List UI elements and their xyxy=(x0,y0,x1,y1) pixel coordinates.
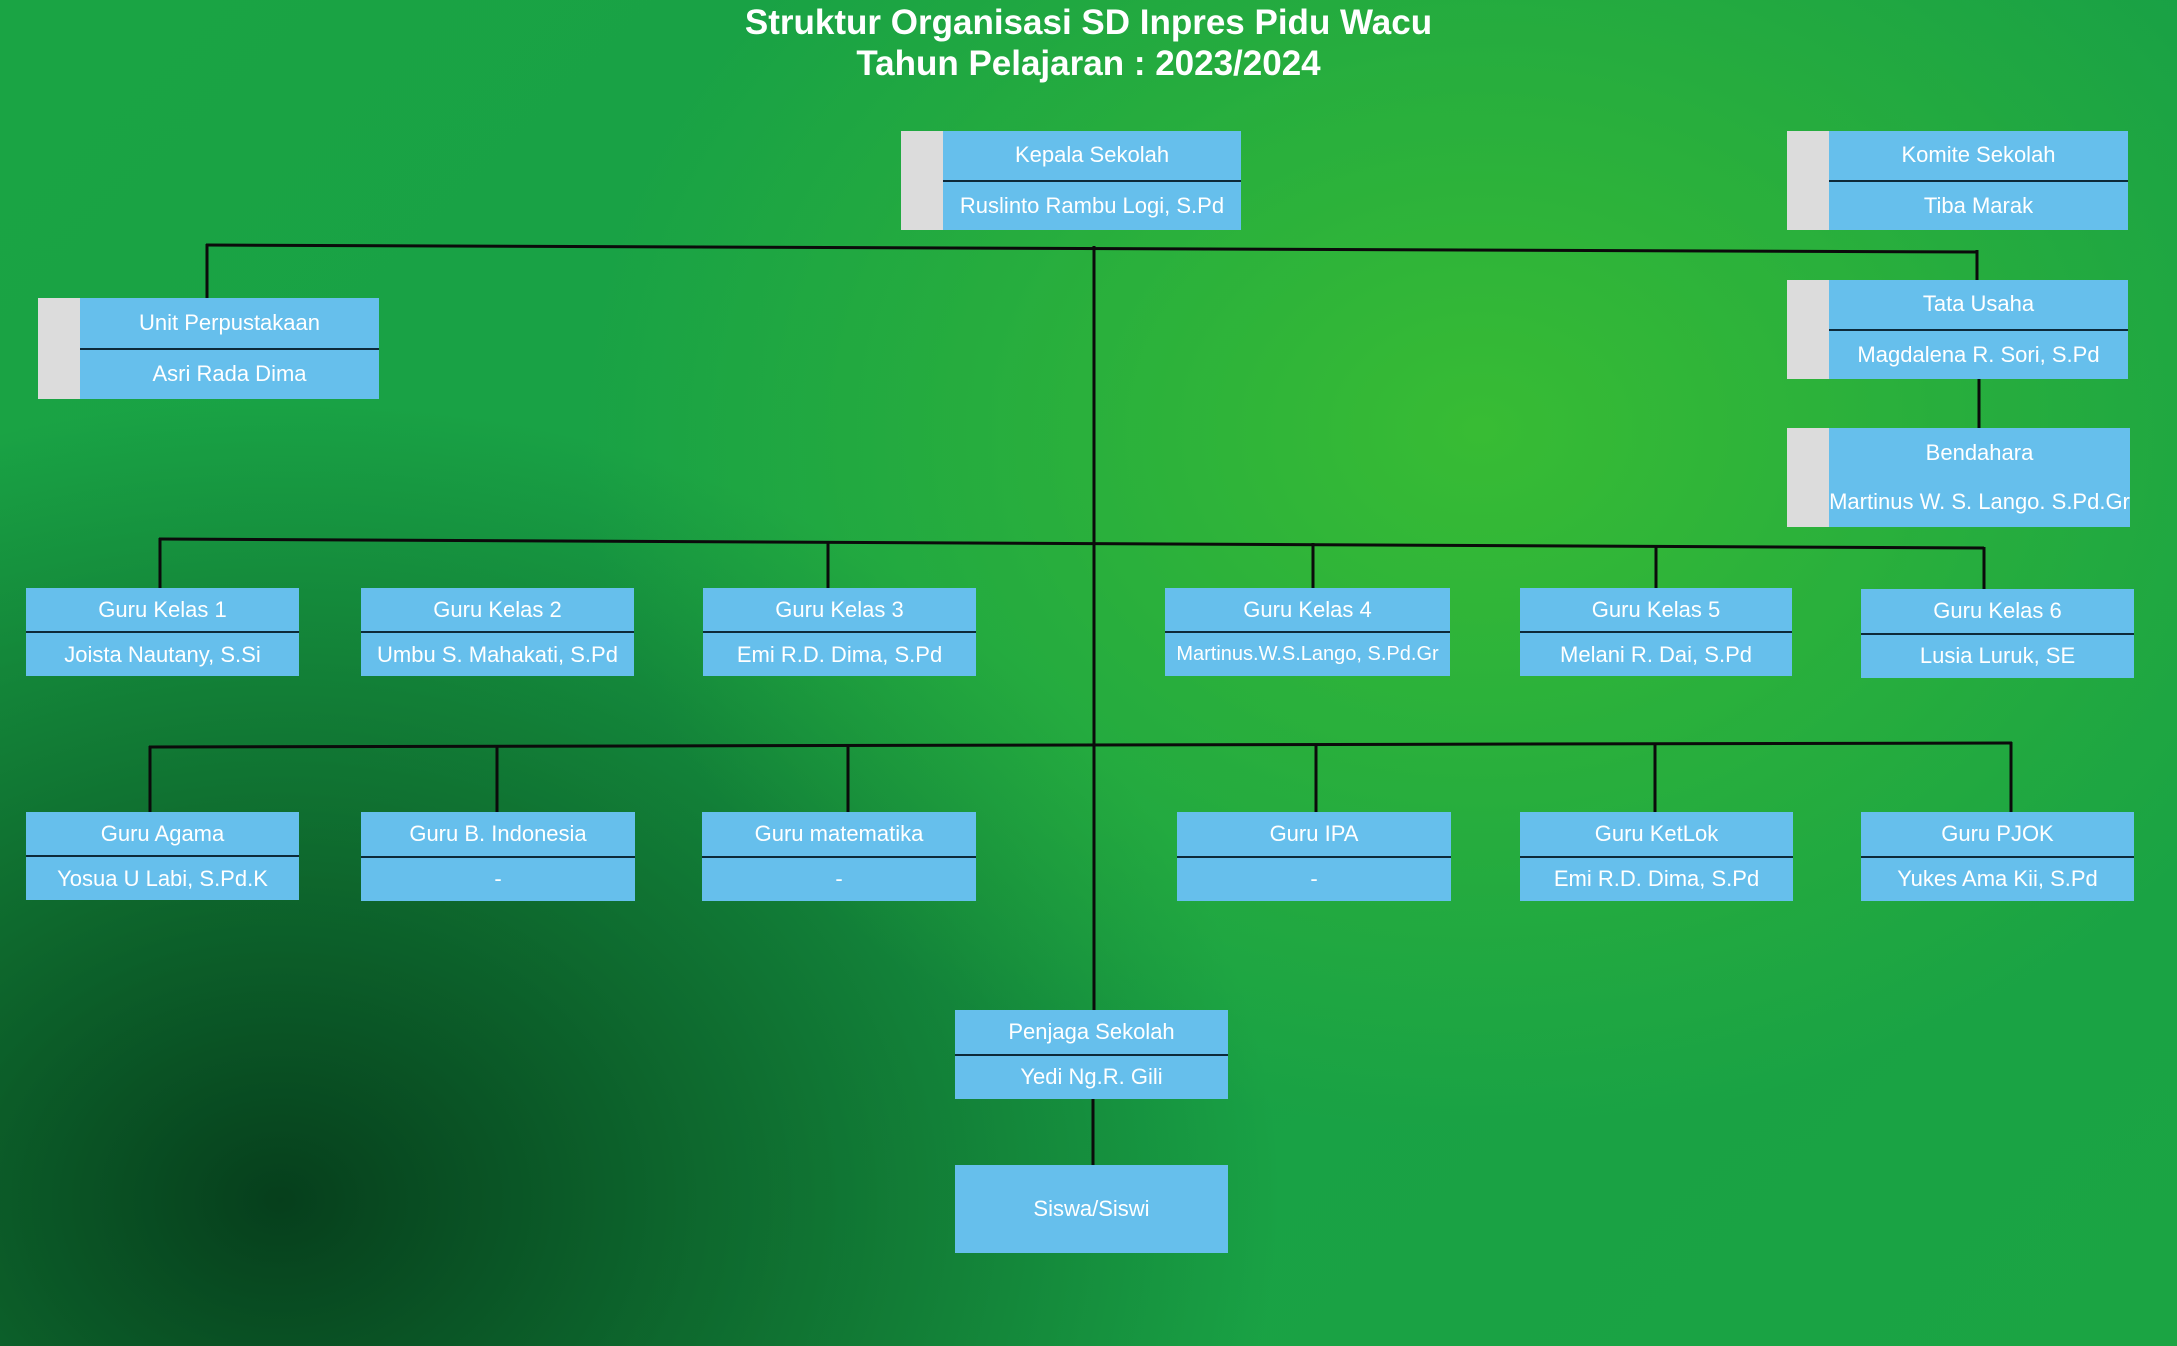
node-name: Tiba Marak xyxy=(1923,192,2034,218)
guru-b-indonesia-box: Guru B. Indonesia - xyxy=(361,812,635,901)
node-name: Magdalena R. Sori, S.Pd xyxy=(1857,341,2100,367)
node-role: Tata Usaha xyxy=(1829,280,2128,331)
guru-kelas-6-box: Guru Kelas 6 Lusia Luruk, SE xyxy=(1861,589,2134,678)
node-name: Yukes Ama Kii, S.Pd xyxy=(1897,866,2098,892)
node-role: Guru matematika xyxy=(702,812,976,858)
node-name: Yosua U Labi, S.Pd.K xyxy=(57,865,268,891)
guru-ketlok-box: Guru KetLok Emi R.D. Dima, S.Pd xyxy=(1520,812,1793,901)
penjaga-sekolah-box: Penjaga Sekolah Yedi Ng.R. Gili xyxy=(955,1010,1228,1099)
guru-kelas-1-box: Guru Kelas 1 Joista Nautany, S.Si xyxy=(26,588,299,676)
node-name: Yedi Ng.R. Gili xyxy=(1020,1064,1163,1090)
node-name: Asri Rada Dima xyxy=(152,361,307,387)
guru-agama-box: Guru Agama Yosua U Labi, S.Pd.K xyxy=(26,812,299,900)
guru-kelas-3-box: Guru Kelas 3 Emi R.D. Dima, S.Pd xyxy=(703,588,976,676)
node-name: Umbu S. Mahakati, S.Pd xyxy=(377,641,618,667)
chart-subtitle: Tahun Pelajaran : 2023/2024 xyxy=(856,44,1321,83)
node-name: Melani R. Dai, S.Pd xyxy=(1560,641,1752,667)
bendahara-box: Bendahara Martinus W. S. Lango. S.Pd.Gr xyxy=(1787,428,2130,527)
node-name: Emi R.D. Dima, S.Pd xyxy=(1553,866,1760,892)
chart-title: Struktur Organisasi SD Inpres Pidu Wacu xyxy=(744,3,1433,42)
node-name: Ruslinto Rambu Logi, S.Pd xyxy=(959,192,1225,218)
node-role: Guru Kelas 2 xyxy=(361,588,634,633)
node-name: Martinus W. S. Lango. S.Pd.Gr xyxy=(1829,489,2130,515)
node-name: Joista Nautany, S.Si xyxy=(64,641,261,667)
node-role: Penjaga Sekolah xyxy=(955,1010,1228,1056)
node-name: Martinus.W.S.Lango, S.Pd.Gr xyxy=(1176,643,1439,665)
node-role: Bendahara xyxy=(1925,439,2034,465)
node-role: Kepala Sekolah xyxy=(943,131,1241,182)
node-name: - xyxy=(835,866,843,892)
node-name: Emi R.D. Dima, S.Pd xyxy=(736,641,943,667)
node-role: Guru Kelas 1 xyxy=(26,588,299,633)
node-role: Komite Sekolah xyxy=(1829,131,2128,182)
tata-usaha-box: Tata Usaha Magdalena R. Sori, S.Pd xyxy=(1787,280,2128,379)
guru-kelas-4-box: Guru Kelas 4 Martinus.W.S.Lango, S.Pd.Gr xyxy=(1165,588,1450,676)
node-role: Guru PJOK xyxy=(1861,812,2134,858)
kepala-sekolah-box: Kepala Sekolah Ruslinto Rambu Logi, S.Pd xyxy=(901,131,1241,230)
node-role: Guru Kelas 5 xyxy=(1520,588,1792,633)
guru-pjok-box: Guru PJOK Yukes Ama Kii, S.Pd xyxy=(1861,812,2134,901)
node-role: Guru Kelas 4 xyxy=(1165,588,1450,633)
node-role: Guru Agama xyxy=(26,812,299,857)
node-role: Unit Perpustakaan xyxy=(80,298,379,350)
guru-ipa-box: Guru IPA - xyxy=(1177,812,1451,901)
unit-perpustakaan-box: Unit Perpustakaan Asri Rada Dima xyxy=(38,298,379,399)
guru-kelas-5-box: Guru Kelas 5 Melani R. Dai, S.Pd xyxy=(1520,588,1792,676)
node-role: Guru Kelas 3 xyxy=(703,588,976,633)
node-role: Guru KetLok xyxy=(1520,812,1793,858)
node-name: - xyxy=(1310,866,1318,892)
node-name: - xyxy=(494,866,502,892)
guru-matematika-box: Guru matematika - xyxy=(702,812,976,901)
node-label: Siswa/Siswi xyxy=(1033,1196,1150,1221)
komite-sekolah-box: Komite Sekolah Tiba Marak xyxy=(1787,131,2128,230)
node-role: Guru B. Indonesia xyxy=(361,812,635,858)
siswa-box: Siswa/Siswi xyxy=(955,1165,1228,1253)
node-name: Lusia Luruk, SE xyxy=(1919,643,2076,669)
guru-kelas-2-box: Guru Kelas 2 Umbu S. Mahakati, S.Pd xyxy=(361,588,634,676)
node-role: Guru IPA xyxy=(1177,812,1451,858)
node-role: Guru Kelas 6 xyxy=(1861,589,2134,635)
